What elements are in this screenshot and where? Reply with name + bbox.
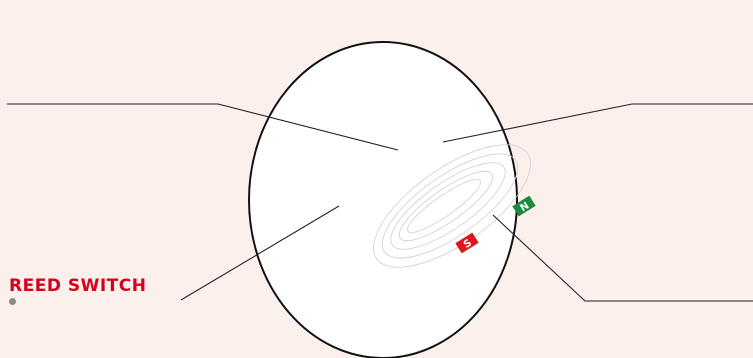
bullet-dot bbox=[9, 298, 16, 305]
magnified-view-circle bbox=[249, 42, 517, 358]
reed-switch-label: REED SWITCH bbox=[9, 276, 146, 296]
leader-line-bottom-right bbox=[493, 215, 753, 301]
